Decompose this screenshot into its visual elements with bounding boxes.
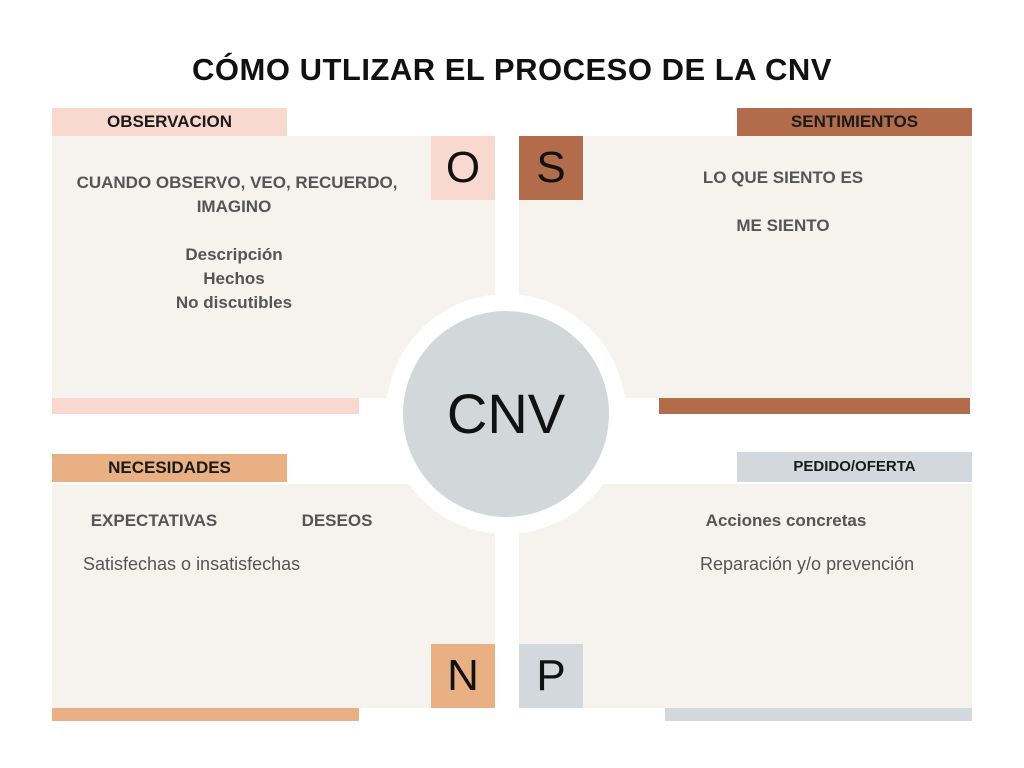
header-observacion: OBSERVACION [52,108,287,136]
page-title: CÓMO UTLIZAR EL PROCESO DE LA CNV [192,52,832,87]
center-circle: CNV [403,311,609,517]
nec-line-3: Satisfechas o insatisfechas [83,554,301,574]
bar-sentimientos [659,398,970,414]
nec-line-2: DESEOS [301,511,373,530]
sent-line-2: ME SIENTO [736,216,830,235]
header-necesidades: NECESIDADES [52,454,287,482]
obs-line-4: Hechos [203,269,265,288]
letter-s: S [519,136,583,200]
sent-line-1: LO QUE SIENTO ES [702,168,864,187]
obs-line-2: IMAGINO [196,197,272,216]
bar-necesidades [52,708,359,721]
obs-line-3: Descripción [185,245,283,264]
panel-necesidades [52,484,495,708]
bar-observacion [52,398,359,414]
nec-line-1: EXPECTATIVAS [90,511,218,530]
panel-pedido [519,484,972,708]
obs-line-5: No discutibles [175,293,293,312]
obs-line-1: CUANDO OBSERVO, VEO, RECUERDO, [76,173,398,192]
bar-pedido [665,708,972,721]
ped-line-1: Acciones concretas [705,511,867,530]
letter-o: O [431,136,495,200]
header-sentimientos: SENTIMIENTOS [737,108,972,136]
ped-line-2: Reparación y/o prevención [700,554,915,574]
header-pedido: PEDIDO/OFERTA [737,452,972,482]
letter-n: N [431,644,495,708]
letter-p: P [519,644,583,708]
